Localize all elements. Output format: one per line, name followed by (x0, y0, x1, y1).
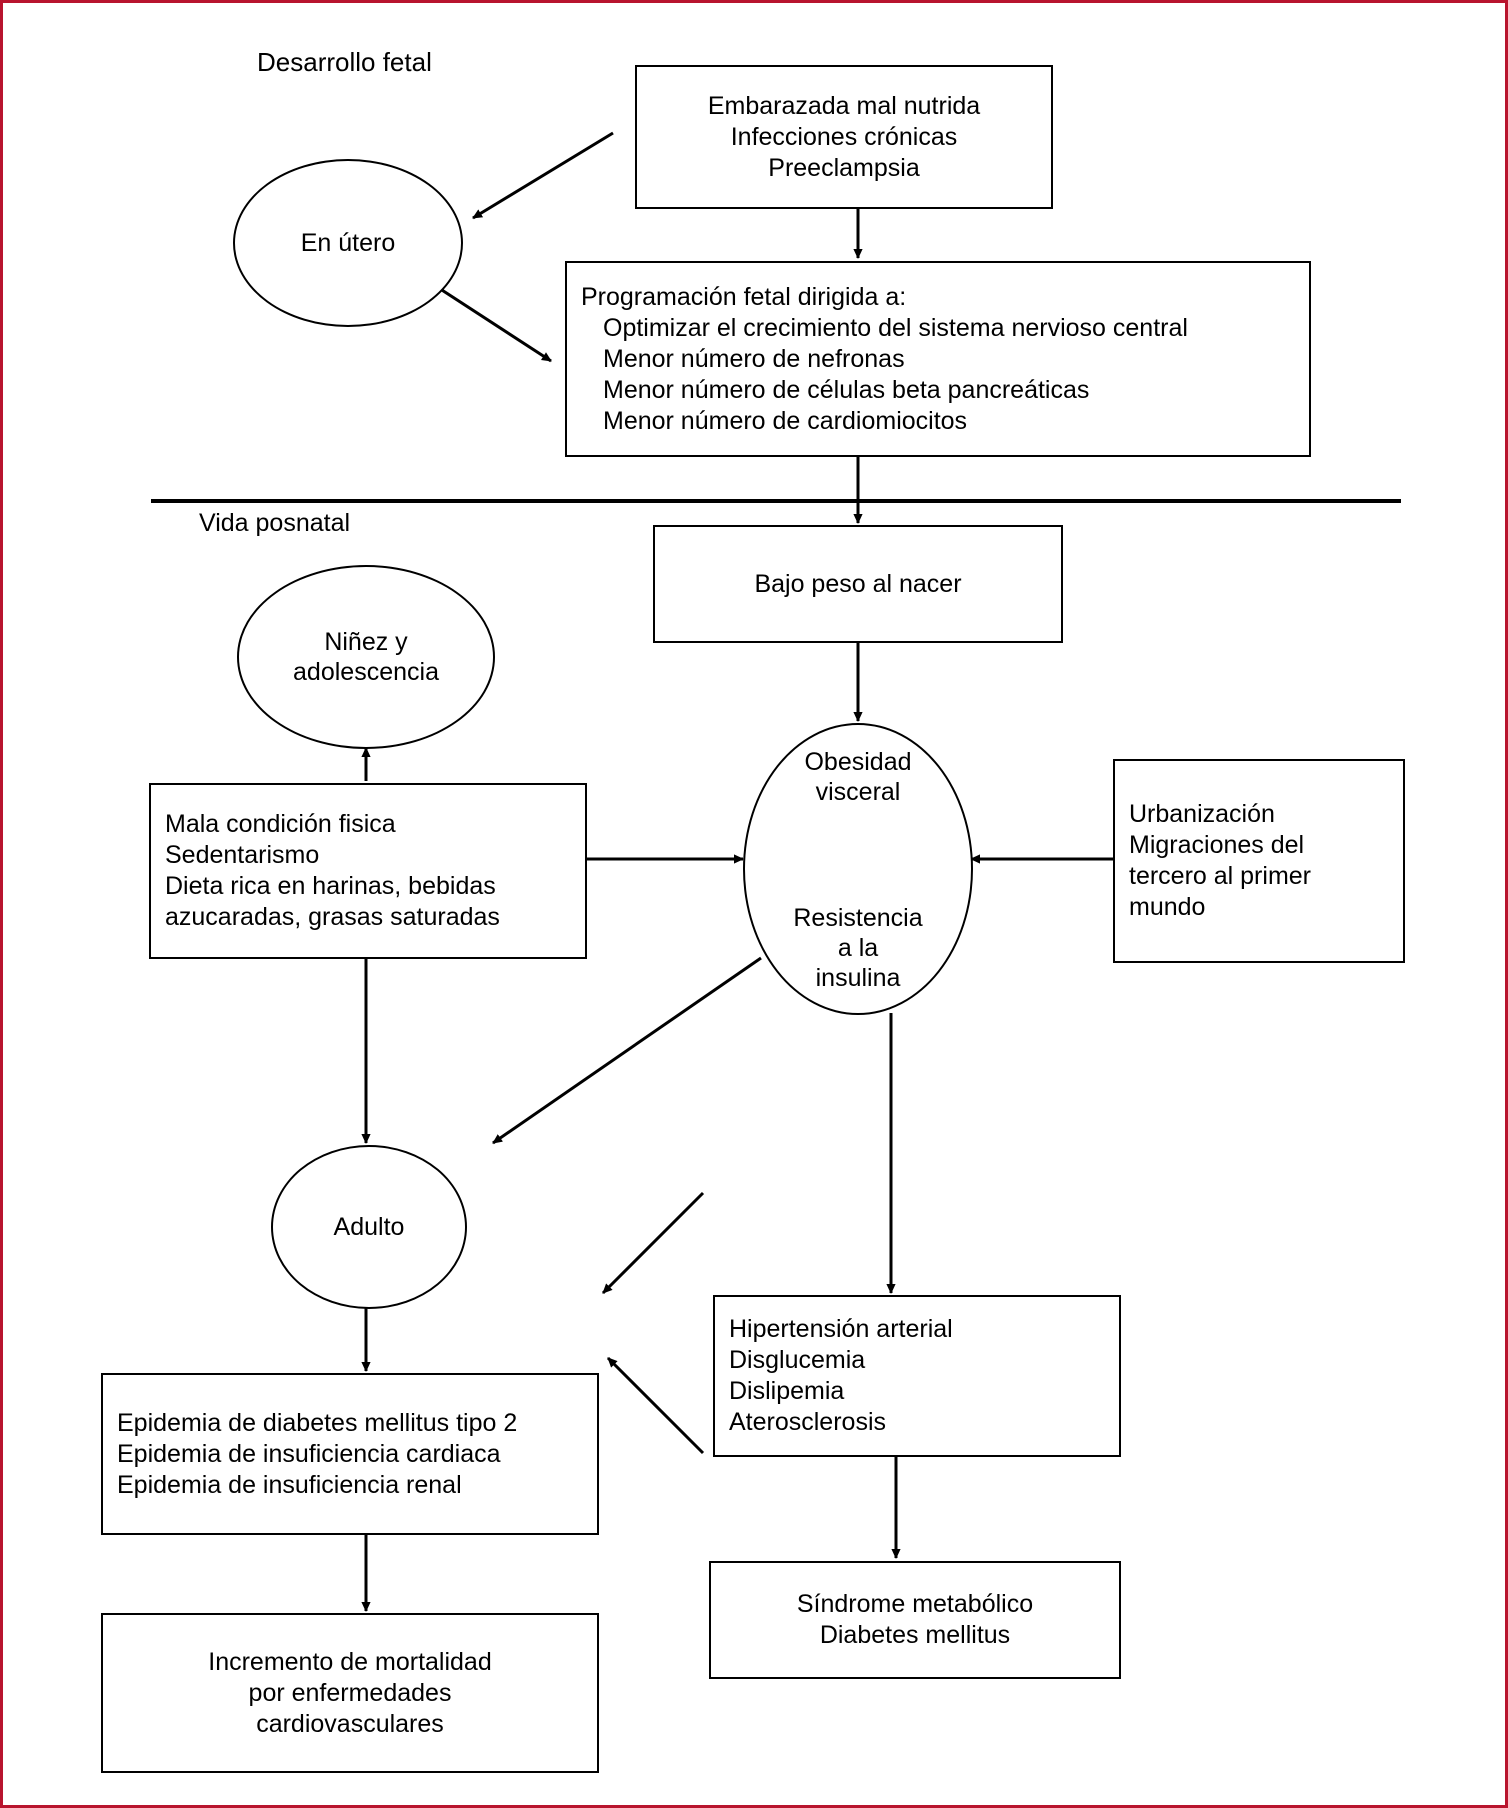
node-insulin-resistance-line-3: insulina (815, 964, 901, 992)
node-cardiometabolic-line-3: Dislipemia (729, 1377, 845, 1405)
node-fetal-programming-line-4: Menor número de células beta pancreática… (603, 375, 1090, 404)
node-fetal-programming-line-2: Optimizar el crecimiento del sistema ner… (603, 313, 1188, 342)
node-fetal-programming-line-3: Menor número de nefronas (603, 344, 905, 373)
node-obesity-line-1: Obesidad (804, 748, 912, 776)
arrow-maternal-to-utero (472, 131, 614, 220)
node-epidemics-line-1: Epidemia de diabetes mellitus tipo 2 (117, 1408, 518, 1437)
node-low-birth-weight[interactable]: Bajo peso al nacer (653, 525, 1063, 643)
node-maternal-risks-line-2: Infecciones crónicas (730, 122, 958, 151)
node-fetal-programming-line-5: Menor número de cardiomiocitos (603, 406, 968, 435)
node-epidemics[interactable]: Epidemia de diabetes mellitus tipo 2 Epi… (101, 1373, 599, 1535)
node-obesity-insulin-resistance[interactable]: Obesidad visceral Resistencia a la insul… (743, 723, 973, 1015)
phase-label-fetal: Desarrollo fetal (257, 47, 432, 77)
node-lifestyle-line-2: Sedentarismo (165, 841, 320, 869)
node-mortality-line-1: Incremento de mortalidad (208, 1647, 492, 1676)
node-maternal-risks-line-1: Embarazada mal nutrida (707, 91, 981, 120)
node-fetal-programming-line-1: Programación fetal dirigida a: (581, 282, 907, 311)
node-lifestyle-line-4: azucaradas, grasas saturadas (165, 903, 500, 931)
connector-layer (151, 131, 1401, 1612)
node-cardiometabolic-line-1: Hipertensión arterial (729, 1315, 953, 1343)
node-low-birth-weight-line-1: Bajo peso al nacer (754, 569, 962, 598)
node-urbanization[interactable]: Urbanización Migraciones del tercero al … (1113, 759, 1405, 963)
node-cardiometabolic[interactable]: Hipertensión arterial Disglucemia Dislip… (713, 1295, 1121, 1457)
node-adult[interactable]: Adulto (271, 1145, 467, 1309)
node-epidemics-line-3: Epidemia de insuficiencia renal (117, 1470, 462, 1499)
node-adult-line-1: Adulto (333, 1213, 405, 1241)
node-urbanization-line-4: mundo (1129, 893, 1206, 921)
node-mortality-line-2: por enfermedades (248, 1678, 452, 1707)
node-metabolic-syndrome-line-1: Síndrome metabólico (796, 1590, 1034, 1618)
phase-label-postnatal: Vida posnatal (199, 509, 351, 537)
node-childhood-line-2: adolescencia (293, 658, 439, 686)
node-cardiometabolic-line-2: Disglucemia (729, 1346, 866, 1374)
node-urbanization-line-1: Urbanización (1129, 800, 1275, 828)
node-en-utero[interactable]: En útero (233, 159, 463, 327)
node-maternal-risks-line-3: Preeclampsia (768, 153, 920, 182)
node-metabolic-syndrome[interactable]: Síndrome metabólico Diabetes mellitus (709, 1561, 1121, 1679)
node-lifestyle-line-3: Dieta rica en harinas, bebidas (165, 872, 496, 900)
arrow-insulin-to-adult (492, 956, 762, 1145)
node-epidemics-line-2: Epidemia de insuficiencia cardiaca (117, 1439, 501, 1468)
node-urbanization-line-3: tercero al primer (1129, 862, 1311, 890)
node-cardiometabolic-line-4: Aterosclerosis (729, 1408, 886, 1436)
arrow-utero-to-programming (427, 279, 552, 363)
node-en-utero-line-1: En útero (300, 229, 396, 257)
node-insulin-resistance-line-2: a la (837, 934, 879, 962)
arrow-cardiometabolic-to-epidemics (601, 1191, 705, 1295)
node-childhood[interactable]: Niñez y adolescencia (237, 565, 495, 749)
node-insulin-resistance-line-1: Resistencia (793, 904, 923, 932)
node-mortality-line-3: cardiovasculares (256, 1709, 444, 1738)
arrow-metabolic-syndrome-to-epidemics (606, 1356, 705, 1455)
node-lifestyle[interactable]: Mala condición fisica Sedentarismo Dieta… (149, 783, 587, 959)
node-obesity-line-2: visceral (815, 778, 901, 806)
node-childhood-line-1: Niñez y (324, 628, 408, 656)
node-maternal-risks[interactable]: Embarazada mal nutrida Infecciones cróni… (635, 65, 1053, 209)
node-urbanization-line-2: Migraciones del (1129, 831, 1305, 859)
node-lifestyle-line-1: Mala condición fisica (165, 810, 396, 838)
node-mortality[interactable]: Incremento de mortalidad por enfermedade… (101, 1613, 599, 1773)
node-metabolic-syndrome-line-2: Diabetes mellitus (819, 1621, 1011, 1649)
node-fetal-programming[interactable]: Programación fetal dirigida a: Optimizar… (565, 261, 1311, 457)
